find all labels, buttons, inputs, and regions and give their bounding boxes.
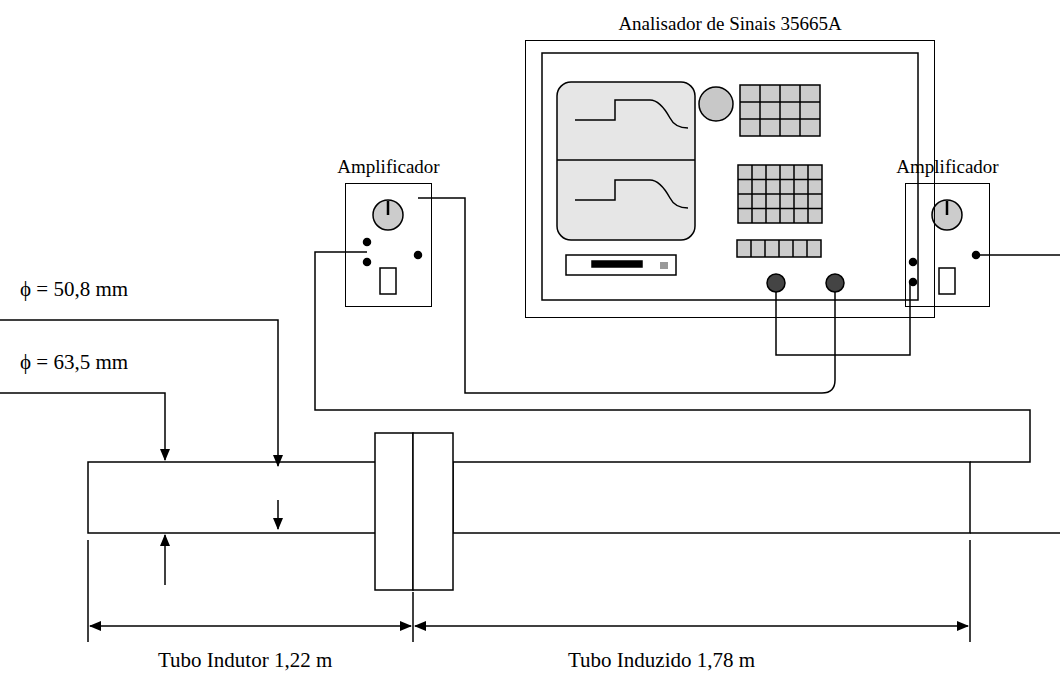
wire xyxy=(976,254,1060,256)
screen-trace xyxy=(575,180,688,208)
amplifier-controls xyxy=(364,200,980,294)
node-heading: Amplificador xyxy=(337,156,439,178)
wire xyxy=(315,252,1030,462)
dimension-label: ϕ = 50,8 mm xyxy=(18,277,130,302)
signal-wire xyxy=(776,307,910,355)
extension-line xyxy=(412,592,414,642)
flange xyxy=(413,433,453,590)
extension-line xyxy=(969,540,971,642)
analyzer-panel xyxy=(542,53,918,300)
dimension-label: Tubo Indutor 1,22 m xyxy=(156,648,334,673)
analyzer-slot xyxy=(566,255,676,275)
analyzer-knob xyxy=(699,87,733,121)
dimension-line xyxy=(90,625,411,627)
wire xyxy=(970,532,1060,534)
amplifier-box: Amplificador xyxy=(905,183,990,307)
dimension-label: Tubo Induzido 1,78 m xyxy=(566,648,757,673)
signal-analyzer: Analisador de Sinais 35665A xyxy=(525,40,935,318)
wire-stub xyxy=(834,292,836,318)
screen-trace xyxy=(575,100,688,128)
analyzer-input xyxy=(767,274,785,292)
keypad xyxy=(737,85,822,257)
dimension-line xyxy=(0,320,278,466)
flange xyxy=(375,433,413,590)
amplifier-box: Amplificador xyxy=(345,183,432,307)
dimension-label: ϕ = 63,5 mm xyxy=(18,350,130,375)
dimension-line xyxy=(415,625,968,627)
analyzer-input xyxy=(826,274,844,292)
wire-stub xyxy=(418,197,432,199)
wire-stub xyxy=(909,282,911,307)
signal-wire xyxy=(432,198,835,393)
node-heading: Analisador de Sinais 35665A xyxy=(618,13,841,35)
dimension-line xyxy=(0,393,165,460)
wire-stub xyxy=(775,292,777,318)
inductor-tube xyxy=(88,462,376,533)
analyzer-screen xyxy=(557,82,695,240)
extension-line xyxy=(87,540,89,642)
induced-tube xyxy=(453,462,970,533)
node-heading: Amplificador xyxy=(896,156,998,178)
